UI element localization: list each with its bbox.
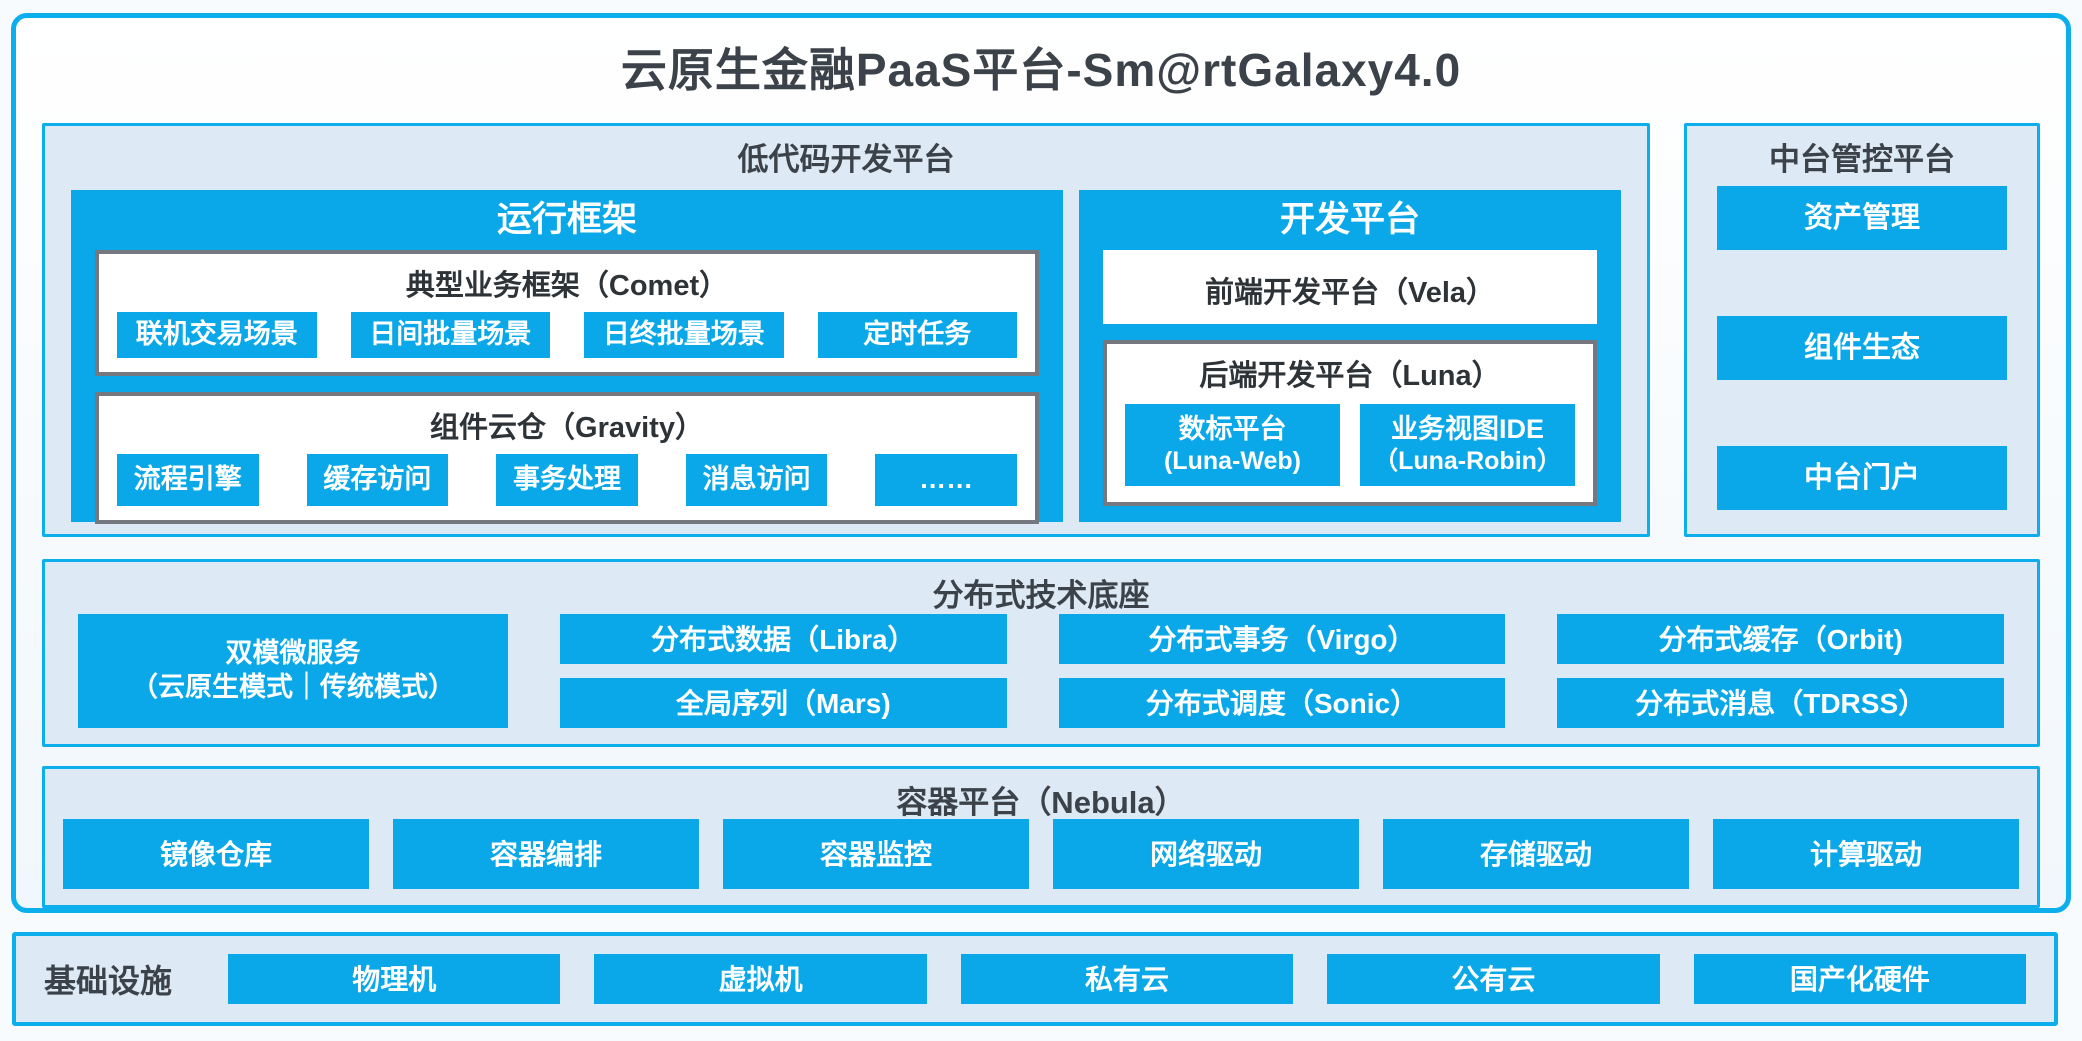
comet-items: 联机交易场景 日间批量场景 日终批量场景 定时任务 [99,306,1035,372]
gravity-title: 组件云仓（Gravity） [430,412,704,444]
gravity-item-transaction: 事务处理 [496,454,638,506]
luna-item-web: 数标平台 (Luna-Web) [1125,404,1340,486]
nebula-item-compute-driver: 计算驱动 [1713,819,2019,889]
dev-platform-box: 开发平台 前端开发平台（Vela） 后端开发平台（Luna） 数标平台 (Lun… [1079,190,1621,522]
luna-web-code: (Luna-Web) [1163,447,1301,476]
nebula-item-monitoring: 容器监控 [723,819,1029,889]
container-platform-section: 容器平台（Nebula） 镜像仓库 容器编排 容器监控 网络驱动 存储驱动 计算… [42,766,2040,908]
gravity-item-process-engine: 流程引擎 [117,454,259,506]
distributed-scheduling-sonic-chip: 分布式调度（Sonic） [1058,678,1506,728]
comet-title: 典型业务框架（Comet） [405,270,729,302]
distributed-message-tdrss-chip: 分布式消息（TDRSS） [1557,678,2005,728]
infra-item-physical-machine: 物理机 [228,954,561,1004]
page-title: 云原生金融PaaS平台-Sm@rtGalaxy4.0 [620,44,1462,96]
distributed-column-2: 分布式事务（Virgo） 分布式调度（Sonic） [1058,614,1506,728]
gravity-item-more: …… [875,454,1017,506]
gravity-item-cache-access: 缓存访问 [306,454,449,506]
midplatform-item-portal: 中台门户 [1717,446,2007,510]
luna-robin-name: 业务视图IDE [1390,413,1544,444]
container-platform-items: 镜像仓库 容器编排 容器监控 网络驱动 存储驱动 计算驱动 [63,819,2019,889]
comet-item-scheduled-task: 定时任务 [817,312,1017,358]
nebula-item-network-driver: 网络驱动 [1053,819,1359,889]
infra-item-domestic-hardware: 国产化硬件 [1693,954,2027,1004]
infra-item-private-cloud: 私有云 [960,954,1294,1004]
midplatform-item-asset-management: 资产管理 [1717,186,2007,250]
infrastructure-label: 基础设施 [44,963,173,999]
luna-title: 后端开发平台（Luna） [1199,360,1501,392]
comet-item-online-trade: 联机交易场景 [117,312,317,358]
infrastructure-bar: 基础设施 物理机 虚拟机 私有云 公有云 国产化硬件 [12,932,2058,1026]
comet-item-daytime-batch: 日间批量场景 [350,312,550,358]
luna-item-robin: 业务视图IDE （Luna-Robin） [1360,404,1575,486]
global-sequence-mars-chip: 全局序列（Mars) [560,678,1007,728]
lowcode-platform-section: 低代码开发平台 运行框架 典型业务框架（Comet） 联机交易场景 日间批量场景… [42,123,1650,537]
comet-framework-box: 典型业务框架（Comet） 联机交易场景 日间批量场景 日终批量场景 定时任务 [95,250,1039,376]
dual-mode-line1: 双模微服务 [225,638,361,669]
luna-backend-box: 后端开发平台（Luna） 数标平台 (Luna-Web) 业务视图IDE （Lu… [1103,340,1597,506]
midplatform-item-component-ecosystem: 组件生态 [1717,316,2007,380]
gravity-items: 流程引擎 缓存访问 事务处理 消息访问 …… [99,448,1035,520]
distributed-data-libra-chip: 分布式数据（Libra） [560,614,1007,664]
infra-item-virtual-machine: 虚拟机 [594,954,927,1004]
comet-item-eod-batch: 日终批量场景 [584,312,784,358]
midplatform-section: 中台管控平台 资产管理 组件生态 中台门户 [1684,123,2040,537]
distributed-base-section: 分布式技术底座 双模微服务 （云原生模式｜传统模式） 分布式数据（Libra） … [42,559,2040,747]
distributed-transaction-virgo-chip: 分布式事务（Virgo） [1058,614,1506,664]
vela-frontend-box: 前端开发平台（Vela） [1103,250,1597,324]
luna-robin-code: （Luna-Robin） [1373,447,1562,476]
lowcode-platform-title: 低代码开发平台 [737,142,955,177]
container-platform-title: 容器平台（Nebula） [896,785,1186,820]
luna-items: 数标平台 (Luna-Web) 业务视图IDE （Luna-Robin） [1107,396,1593,502]
distributed-column-1: 分布式数据（Libra） 全局序列（Mars) [560,614,1007,728]
midplatform-title: 中台管控平台 [1769,142,1955,177]
lowcode-body: 运行框架 典型业务框架（Comet） 联机交易场景 日间批量场景 日终批量场景 … [71,190,1621,524]
midplatform-items: 资产管理 组件生态 中台门户 [1717,186,2007,510]
nebula-item-orchestration: 容器编排 [393,819,699,889]
dual-mode-microservice-chip: 双模微服务 （云原生模式｜传统模式） [78,614,508,728]
distributed-items: 双模微服务 （云原生模式｜传统模式） 分布式数据（Libra） 全局序列（Mar… [78,614,2005,728]
dev-platform-title: 开发平台 [1279,200,1420,239]
gravity-warehouse-box: 组件云仓（Gravity） 流程引擎 缓存访问 事务处理 消息访问 …… [95,392,1039,524]
distributed-column-3: 分布式缓存（Orbit) 分布式消息（TDRSS） [1557,614,2005,728]
platform-diagram: 云原生金融PaaS平台-Sm@rtGalaxy4.0 低代码开发平台 运行框架 … [11,13,2071,913]
infra-item-public-cloud: 公有云 [1327,954,1660,1004]
vela-title: 前端开发平台（Vela） [1204,277,1496,309]
gravity-item-message-access: 消息访问 [685,454,828,506]
runtime-framework-title: 运行框架 [496,200,637,239]
distributed-cache-orbit-chip: 分布式缓存（Orbit) [1557,614,2005,664]
distributed-base-title: 分布式技术底座 [932,578,1150,613]
nebula-item-image-registry: 镜像仓库 [63,819,369,889]
dual-mode-line2: （云原生模式｜传统模式） [131,672,455,702]
luna-web-name: 数标平台 [1178,413,1287,444]
nebula-item-storage-driver: 存储驱动 [1383,819,1689,889]
runtime-framework-box: 运行框架 典型业务框架（Comet） 联机交易场景 日间批量场景 日终批量场景 … [71,190,1063,524]
